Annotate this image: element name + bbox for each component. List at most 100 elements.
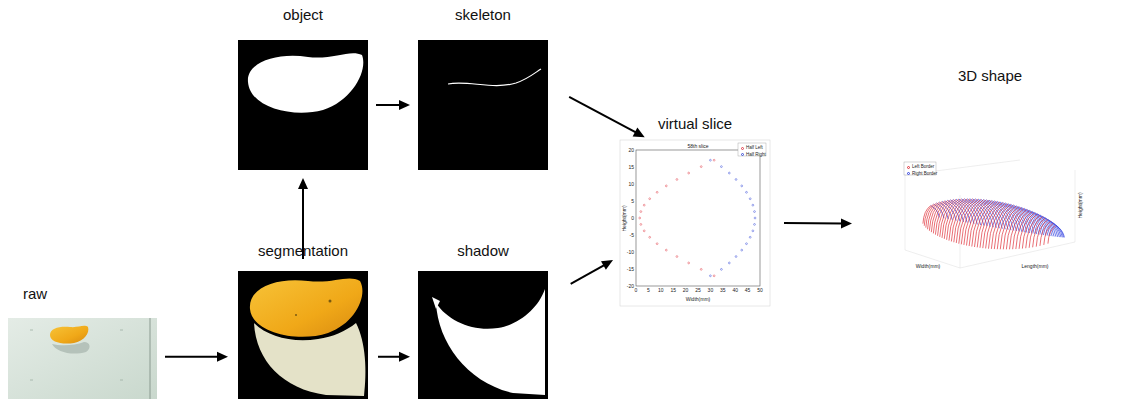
tick-label: -10 [627, 250, 634, 255]
legend-marker [907, 172, 910, 175]
raw-image-panel: raw [8, 318, 157, 399]
panel-title: segmentation [258, 243, 348, 258]
shape-plot [900, 160, 1085, 272]
plot-legend-box [738, 143, 766, 156]
tick-label: 0 [631, 216, 634, 221]
plot-ground [620, 140, 770, 306]
photo-ground [8, 318, 157, 399]
panel-title: skeleton [455, 7, 511, 22]
tick-label: 40 [732, 288, 738, 293]
photo-marks [30, 330, 123, 380]
right-half-point [721, 166, 723, 168]
legend-text: Right Border [912, 172, 937, 177]
photo-shadow [52, 342, 90, 354]
object-mask [248, 53, 363, 113]
mango-spot [295, 314, 297, 316]
connector-line [378, 356, 401, 358]
left-half-point [643, 230, 645, 232]
object-image [238, 40, 368, 170]
right-half-point [749, 236, 751, 238]
right-half-point [721, 268, 723, 270]
axis-label: Length(mm) [1022, 264, 1049, 269]
arrow-connector [378, 352, 410, 362]
left-border-rib [1044, 223, 1053, 245]
right-half-point [754, 224, 756, 226]
panel-title: object [283, 7, 323, 22]
left-half-point [676, 179, 678, 181]
tick-label: 15 [670, 288, 676, 293]
right-half-point [754, 217, 756, 219]
left-border-rib [1048, 226, 1056, 244]
panel-title: shadow [457, 243, 509, 258]
right-half-point [741, 185, 743, 187]
arrow-connector [569, 97, 645, 137]
left-half-point [676, 256, 678, 258]
object-panel: object [238, 40, 368, 170]
left-border-rib [1040, 221, 1051, 246]
left-half-point [713, 275, 715, 277]
image-ground [418, 271, 548, 399]
right-border-rib [945, 201, 960, 221]
left-half-point [640, 224, 642, 226]
right-half-point [754, 211, 756, 213]
right-half-point [710, 159, 712, 161]
tick-label: 15 [628, 165, 634, 170]
panel-title: 3D shape [958, 68, 1022, 83]
left-half-point [688, 262, 690, 264]
arrow-connector [571, 260, 613, 284]
panel-title: raw [23, 286, 47, 301]
right-border-rib [1053, 223, 1063, 237]
arrow-head [601, 260, 613, 270]
right-half-point [752, 204, 754, 206]
image-ground [418, 40, 548, 170]
axis-label: Height(mm) [622, 205, 627, 231]
photo-edge [150, 318, 151, 399]
tick-label: 30 [708, 288, 714, 293]
left-half-point [713, 159, 715, 161]
axis-label: Width(mm) [686, 297, 710, 302]
legend-marker [741, 147, 744, 150]
tick-label: 5 [631, 199, 634, 204]
plot-grid [905, 160, 1075, 268]
legend-text: Half Left [746, 146, 763, 151]
left-border-rib [1006, 208, 1024, 249]
tick-label: 20 [628, 148, 634, 153]
connector-line [376, 104, 401, 106]
tick-label: 10 [658, 288, 664, 293]
left-half-point [649, 198, 651, 200]
axis-label: Width(mm) [916, 264, 940, 269]
legend-text: Left Border [912, 165, 934, 170]
right-half-point [746, 243, 748, 245]
photo-mango [50, 326, 88, 344]
right-half-point [741, 249, 743, 251]
left-border-rib [926, 203, 937, 228]
shadow-image [418, 271, 548, 399]
left-half-point [665, 185, 667, 187]
tick-label: 5 [647, 288, 650, 293]
tick-label: 20 [683, 288, 689, 293]
tick-label: -20 [627, 284, 634, 289]
skeleton-panel: skeleton [418, 40, 548, 170]
left-half-point [656, 191, 658, 193]
left-half-point [700, 268, 702, 270]
right-half-point [728, 262, 730, 264]
left-half-point [700, 166, 702, 168]
legend-text: Half Right [746, 153, 766, 158]
tick-label: 35 [720, 288, 726, 293]
connector-line [784, 222, 843, 224]
connector-line [571, 265, 606, 284]
right-half-point [710, 275, 712, 277]
arrow-head [633, 128, 645, 138]
left-half-point [688, 172, 690, 174]
shadow-panel: shadow [418, 271, 548, 399]
skeleton-curve [448, 69, 541, 86]
legend-marker [741, 153, 744, 156]
right-half-point [735, 179, 737, 181]
arrow-head [399, 352, 410, 362]
left-half-point [640, 211, 642, 213]
arrow-head [841, 218, 852, 228]
arrow-connector [165, 352, 228, 362]
tick-label: 45 [745, 288, 751, 293]
